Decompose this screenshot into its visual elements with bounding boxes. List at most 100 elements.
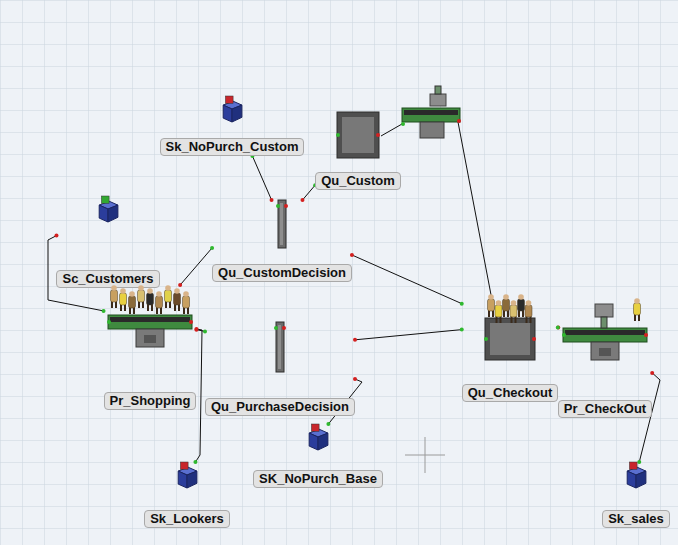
object-icon — [276, 200, 288, 248]
object-icon — [176, 462, 198, 488]
output-port — [178, 283, 182, 287]
object-label: Pr_CheckOut — [558, 400, 652, 418]
object-label: SK_NoPurch_Base — [253, 470, 383, 488]
connector — [178, 246, 214, 287]
checkq-icon-part — [496, 300, 502, 306]
input-port — [210, 246, 214, 250]
tall-icon — [274, 322, 286, 372]
flexsim-object: Qu_Checkout — [462, 290, 559, 402]
object-label: Qu_PurchaseDecision — [205, 398, 355, 416]
checkq-icon-part — [503, 294, 509, 300]
checkq-icon-part — [484, 337, 488, 341]
input-port — [556, 326, 560, 330]
input-port — [102, 309, 106, 313]
checkp-icon-part — [644, 333, 648, 337]
object-icon — [485, 290, 535, 360]
connector-line — [252, 156, 271, 200]
output-port — [194, 328, 198, 332]
crosshair — [405, 437, 445, 473]
sink-icon-part — [232, 105, 242, 122]
flexsim-object: Sk_Lookers — [144, 462, 230, 528]
shop-icon-part — [128, 296, 135, 308]
source-icon-part — [101, 196, 109, 203]
shop-icon-part — [182, 296, 189, 308]
queue-icon-part — [337, 112, 379, 158]
output-port — [54, 234, 58, 238]
sink-icon-part — [636, 471, 646, 488]
checkq-icon-part — [511, 300, 517, 306]
output-port — [270, 198, 274, 202]
checkp-icon — [562, 298, 648, 360]
flexsim-object: Sc_Customers — [56, 196, 159, 288]
connector — [194, 328, 207, 334]
object-label: Qu_CustomDecision — [212, 264, 352, 282]
source-icon-part — [108, 205, 118, 222]
object-icon — [625, 462, 647, 488]
shop-icon-part — [173, 293, 180, 305]
output-port — [353, 338, 357, 342]
custom-processor — [381, 86, 492, 300]
sink-icon — [627, 462, 646, 488]
object-label: Pr_Shopping — [104, 392, 197, 410]
processor-monitor — [435, 86, 441, 94]
shop-icon-part — [120, 288, 126, 294]
checkp-icon-part — [634, 303, 641, 315]
shop-icon-part — [137, 290, 144, 302]
output-port — [300, 198, 304, 202]
checkq-icon-part — [485, 318, 535, 360]
queue-icon — [336, 112, 380, 158]
checkq-icon-part — [518, 294, 524, 300]
flexsim-object: Pr_Shopping — [104, 285, 197, 410]
shop-icon-part — [155, 296, 162, 308]
connector — [250, 154, 273, 202]
shop-icon-part — [111, 285, 117, 291]
input-port — [401, 122, 405, 126]
shop-icon-part — [164, 290, 171, 302]
tall-icon-part — [280, 203, 283, 245]
shop-icon-part — [165, 285, 171, 291]
checkp-icon-part — [601, 317, 607, 328]
flexsim-object: Sk_NoPurch_Custom — [160, 96, 305, 156]
object-label: Sc_Customers — [56, 270, 159, 288]
shop-icon-part — [119, 293, 126, 305]
sink-icon-part — [318, 433, 328, 450]
connector-line — [195, 329, 202, 462]
input-port — [326, 422, 330, 426]
tall-icon-part — [284, 204, 288, 208]
checkq-icon-part — [502, 299, 509, 311]
sink-icon-part — [311, 424, 319, 431]
shop-icon-part — [129, 291, 135, 297]
output-port — [350, 253, 354, 257]
input-port — [460, 328, 464, 332]
checkq-icon-part — [517, 299, 524, 311]
flexsim-object: Pr_CheckOut — [558, 290, 652, 418]
object-icon — [563, 290, 647, 370]
connector — [353, 328, 464, 342]
shop-icon-part — [146, 293, 153, 305]
checkp-icon-part — [591, 342, 619, 360]
tall-icon-part — [276, 204, 280, 208]
checkq-icon-part — [525, 305, 532, 317]
object-icon — [274, 322, 286, 372]
input-port — [193, 460, 197, 464]
object-icon — [221, 96, 243, 122]
processor-base — [420, 122, 444, 138]
checkq-icon — [484, 294, 536, 360]
object-label: Qu_Checkout — [462, 384, 559, 402]
shop-icon-part — [183, 291, 189, 297]
queue-icon-part — [336, 133, 340, 137]
checkp-icon-part — [562, 333, 566, 337]
input-port — [203, 329, 207, 333]
tall-icon-part — [278, 325, 281, 369]
object-icon — [108, 285, 192, 355]
object-label: Qu_Custom — [315, 172, 401, 190]
checkq-icon-part — [510, 305, 517, 317]
sink-icon-part — [187, 471, 197, 488]
conveyor-belt — [404, 110, 458, 115]
shop-icon — [107, 285, 193, 347]
sink-icon-part — [309, 433, 318, 450]
checkq-icon-part — [490, 323, 530, 355]
connector-line — [355, 330, 462, 340]
checkq-icon-part — [532, 337, 536, 341]
